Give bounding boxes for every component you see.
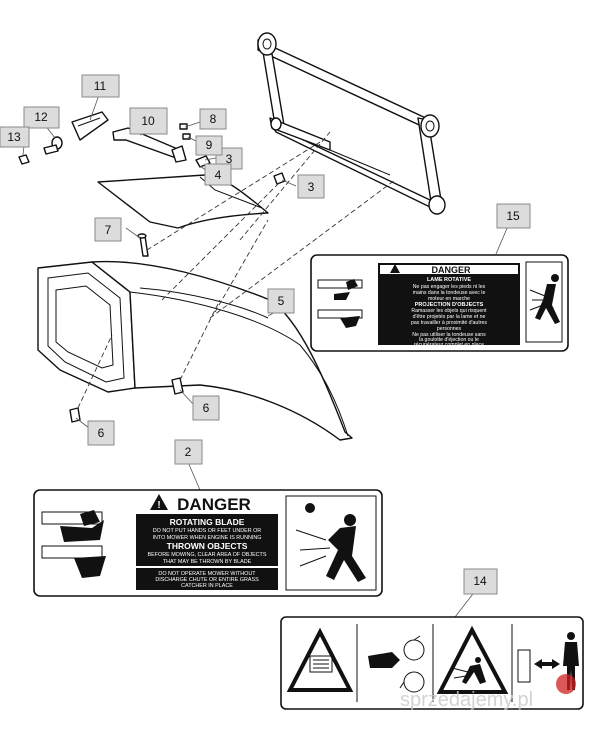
en-sub1: ROTATING BLADE: [170, 517, 245, 527]
en-line1a: DO NOT PUT HANDS OR FEET UNDER OR: [153, 528, 262, 534]
warning-triangle-icon-en: [150, 494, 168, 510]
callout-6a: 6: [192, 395, 220, 421]
safety-label-french: DANGER LAME ROTATIVE Ne pas engager les …: [310, 254, 569, 352]
spring-clip: [71, 111, 109, 141]
fr-line2a: Ramasser les objets qui risquent: [411, 308, 487, 314]
en-line3b: DISCHARGE CHUTE OR ENTIRE GRASS: [155, 577, 259, 583]
callout-12-label: 12: [34, 110, 48, 124]
callout-3a-label: 3: [308, 180, 315, 194]
assembly-lines: [77, 131, 396, 409]
discharge-chute: [37, 260, 353, 441]
svg-text:!: !: [157, 500, 160, 511]
fr-line2c: pas travailler à proximité d'autres: [411, 320, 487, 326]
callout-14: 14: [463, 568, 498, 595]
fr-line3b: la goulotte d'éjection ou le: [419, 337, 479, 343]
hardware-small: [179, 123, 286, 185]
warning-triangle-icon: [286, 627, 354, 692]
fr-sub2: PROJECTION D'OBJECTS: [415, 302, 484, 308]
safety-label-english: ! DANGER ROTATING BLADE DO NOT PUT HANDS…: [33, 489, 383, 597]
fr-line1b: mains dans la tondeuse avec le: [413, 290, 486, 296]
bolt-7: [137, 233, 149, 257]
en-line2b: THAT MAY BE THROWN BY BLADE: [163, 559, 252, 565]
callout-10-label: 10: [141, 114, 155, 128]
callout-13-label: 13: [7, 130, 21, 144]
thrown-objects-icon-en: [285, 495, 377, 591]
fr-header: DANGER: [431, 265, 471, 275]
callout-10: 10: [129, 107, 168, 135]
thrown-objects-icon-panel: [436, 625, 509, 694]
callout-11: 11: [81, 74, 120, 98]
callout-6a-label: 6: [203, 401, 210, 415]
callout-8: 8: [199, 108, 227, 130]
en-line3c: CATCHER IN PLACE: [181, 583, 233, 589]
callout-5: 5: [267, 288, 295, 314]
callout-3b-label: 3: [226, 152, 233, 166]
callout-7: 7: [94, 217, 122, 242]
fr-sub1: LAME ROTATIVE: [427, 277, 471, 283]
callout-6b-label: 6: [98, 426, 105, 440]
watermark: sprzedajemy.pl: [400, 674, 576, 711]
callout-9: 9: [195, 135, 223, 156]
callout-5-label: 5: [278, 294, 285, 308]
callout-2: 2: [174, 439, 203, 465]
callout-8-label: 8: [210, 112, 217, 126]
fr-line2b: d'être projetés par la lame et ne: [413, 314, 486, 320]
watermark-text: sprzedajemy.pl: [400, 689, 533, 711]
fr-line1c: moteur en marche: [428, 296, 470, 302]
hand-blade-icon: [368, 635, 425, 693]
callout-15-label: 15: [506, 209, 520, 223]
callout-13: 13: [0, 126, 30, 148]
pin-and-nut: [18, 136, 63, 165]
callout-3a: 3: [297, 174, 325, 199]
hand-foot-icon: [317, 279, 363, 328]
callout-4-label: 4: [215, 168, 222, 182]
fr-line3a: Ne pas utiliser la tondeuse sans: [412, 332, 486, 338]
en-line3a: DO NOT OPERATE MOWER WITHOUT: [158, 571, 256, 577]
en-line2a: BEFORE MOWING, CLEAR AREA OF OBJECTS: [148, 552, 267, 558]
callout-4: 4: [204, 163, 232, 186]
thrown-objects-icon: [525, 261, 563, 343]
rod-part: [112, 127, 187, 163]
safety-label-pictograms: [280, 616, 584, 710]
en-line1b: INTO MOWER WHEN ENGINE IS RUNNING: [153, 535, 262, 541]
callout-6b: 6: [87, 420, 115, 446]
fr-line3c: récupérateur complet en place: [414, 342, 484, 348]
warning-triangle-icon: [390, 264, 400, 273]
callout-11-label: 11: [94, 79, 107, 93]
callout-12: 12: [23, 106, 60, 129]
fr-line2d: personnes: [437, 326, 462, 332]
callout-7-label: 7: [105, 223, 112, 237]
frame-bracket: [257, 32, 446, 215]
callout-15: 15: [496, 203, 531, 229]
callout-2-label: 2: [185, 445, 192, 459]
callout-9-label: 9: [206, 138, 213, 152]
callout-14-label: 14: [473, 574, 487, 588]
hand-foot-icon-en: [41, 510, 106, 578]
en-sub2: THROWN OBJECTS: [167, 541, 248, 551]
fr-line1a: Ne pas engager les pieds ni les: [413, 284, 486, 290]
en-header: DANGER: [177, 495, 251, 514]
